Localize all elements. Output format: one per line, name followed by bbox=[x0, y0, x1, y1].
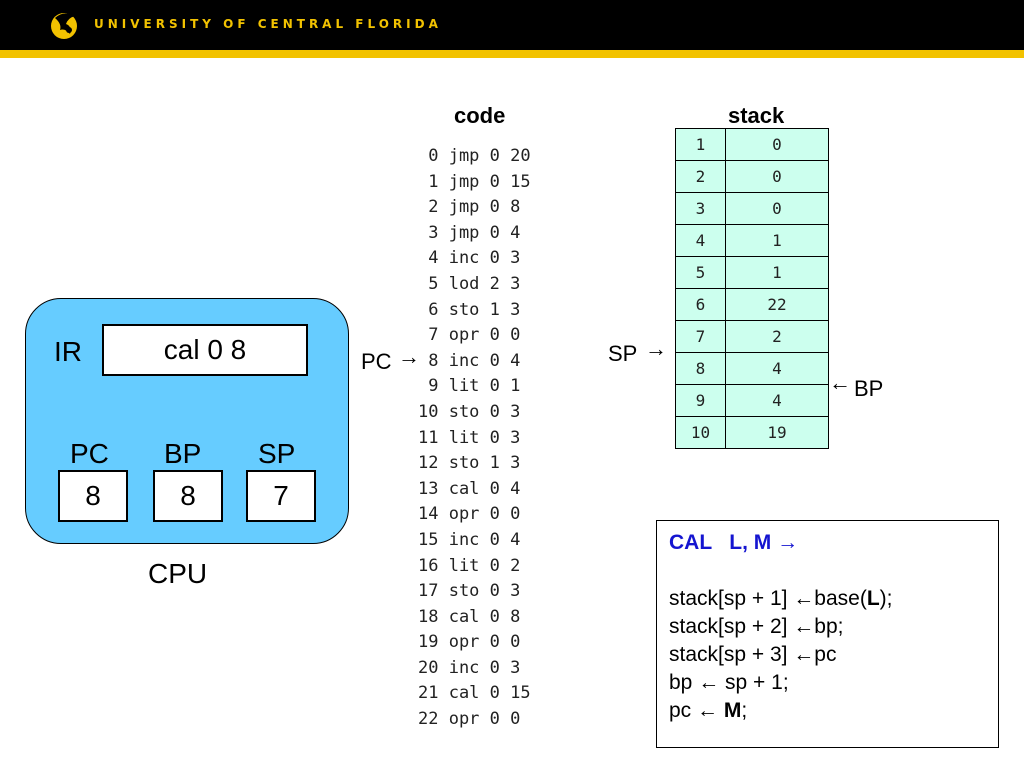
pegasus-logo-icon bbox=[51, 13, 77, 39]
code-line: 14 opr 0 0 bbox=[418, 504, 521, 525]
code-line: 16 lit 0 2 bbox=[418, 555, 521, 576]
cal-semantics-line: stack[sp + 3] ←pc bbox=[669, 643, 837, 666]
code-listing: 0 jmp 0 20 1 jmp 0 15 2 jmp 0 8 3 jmp 0 … bbox=[418, 144, 531, 733]
stack-index-cell: 2 bbox=[675, 160, 726, 193]
code-line: 1 jmp 0 15 bbox=[418, 171, 531, 192]
sp-pointer-label: SP bbox=[608, 341, 638, 366]
bp-register-value: 8 bbox=[153, 470, 223, 522]
university-title: UNIVERSITY OF CENTRAL FLORIDA bbox=[94, 17, 442, 31]
code-line: 19 opr 0 0 bbox=[418, 632, 521, 653]
stack-value-cell: 19 bbox=[725, 416, 829, 449]
code-line: 15 inc 0 4 bbox=[418, 529, 521, 550]
sp-register-label: SP bbox=[258, 438, 296, 469]
code-line: 7 opr 0 0 bbox=[418, 325, 521, 346]
stack-index-cell: 6 bbox=[675, 288, 726, 321]
stack-index-cell: 4 bbox=[675, 224, 726, 257]
stack-index-cell: 8 bbox=[675, 352, 726, 385]
code-line: 20 inc 0 3 bbox=[418, 657, 521, 678]
code-line: 18 cal 0 8 bbox=[418, 606, 521, 627]
cal-semantics-line: bp ← sp + 1; bbox=[669, 671, 789, 694]
code-line: 22 opr 0 0 bbox=[418, 709, 521, 730]
header-gold-line bbox=[0, 50, 1024, 58]
stack-value-cell: 22 bbox=[725, 288, 829, 321]
cal-semantics-line: pc ← M; bbox=[669, 699, 748, 722]
cal-heading: CAL L, M → bbox=[669, 531, 799, 554]
code-line: 9 lit 0 1 bbox=[418, 376, 521, 397]
stack-value-cell: 2 bbox=[725, 320, 829, 353]
sp-register-value: 7 bbox=[246, 470, 316, 522]
bp-register-label: BP bbox=[164, 438, 202, 469]
code-line: 6 sto 1 3 bbox=[418, 299, 521, 320]
code-line: 12 sto 1 3 bbox=[418, 453, 521, 474]
stack-index-cell: 5 bbox=[675, 256, 726, 289]
cal-semantics-line: stack[sp + 1] ←base(L); bbox=[669, 587, 893, 610]
pc-register-value: 8 bbox=[58, 470, 128, 522]
stack-index-cell: 3 bbox=[675, 192, 726, 225]
code-line: 17 sto 0 3 bbox=[418, 581, 521, 602]
ir-label: IR bbox=[54, 336, 82, 367]
code-line: 10 sto 0 3 bbox=[418, 401, 521, 422]
stack-title: stack bbox=[728, 103, 785, 128]
code-line: 3 jmp 0 4 bbox=[418, 222, 521, 243]
code-line: 13 cal 0 4 bbox=[418, 478, 521, 499]
code-line: 4 inc 0 3 bbox=[418, 248, 521, 269]
code-line: 21 cal 0 15 bbox=[418, 683, 531, 704]
code-line: 2 jmp 0 8 bbox=[418, 197, 521, 218]
code-title: code bbox=[454, 103, 506, 128]
cal-instruction-box: CAL L, M → stack[sp + 1] ←base(L); stack[… bbox=[656, 520, 999, 748]
pc-pointer-label: PC bbox=[361, 349, 392, 374]
stack-value-cell: 4 bbox=[725, 352, 829, 385]
cal-semantics-line: stack[sp + 2] ←bp; bbox=[669, 615, 844, 638]
cpu-label: CPU bbox=[148, 558, 208, 589]
stack-value-cell: 0 bbox=[725, 128, 829, 161]
stack-index-cell: 9 bbox=[675, 384, 726, 417]
code-line: 8 inc 0 4 bbox=[418, 350, 521, 371]
ir-value-box: cal 0 8 bbox=[102, 324, 308, 376]
stack-index-cell: 1 bbox=[675, 128, 726, 161]
code-line: 0 jmp 0 20 bbox=[418, 146, 531, 166]
code-line: 11 lit 0 3 bbox=[418, 427, 521, 448]
stack-index-cell: 10 bbox=[675, 416, 726, 449]
stack-value-cell: 0 bbox=[725, 192, 829, 225]
stack-value-cell: 1 bbox=[725, 224, 829, 257]
code-line: 5 lod 2 3 bbox=[418, 273, 521, 294]
bp-pointer-arrow: ← bbox=[829, 370, 851, 395]
pc-register-label: PC bbox=[70, 438, 109, 469]
stack-value-cell: 0 bbox=[725, 160, 829, 193]
bp-pointer-label: BP bbox=[854, 376, 884, 401]
pc-pointer-arrow: → bbox=[398, 344, 420, 369]
stack-index-cell: 7 bbox=[675, 320, 726, 353]
header-bar: UNIVERSITY OF CENTRAL FLORIDA bbox=[0, 0, 1024, 50]
stack-value-cell: 1 bbox=[725, 256, 829, 289]
stack-value-cell: 4 bbox=[725, 384, 829, 417]
sp-pointer-arrow: → bbox=[645, 336, 667, 361]
